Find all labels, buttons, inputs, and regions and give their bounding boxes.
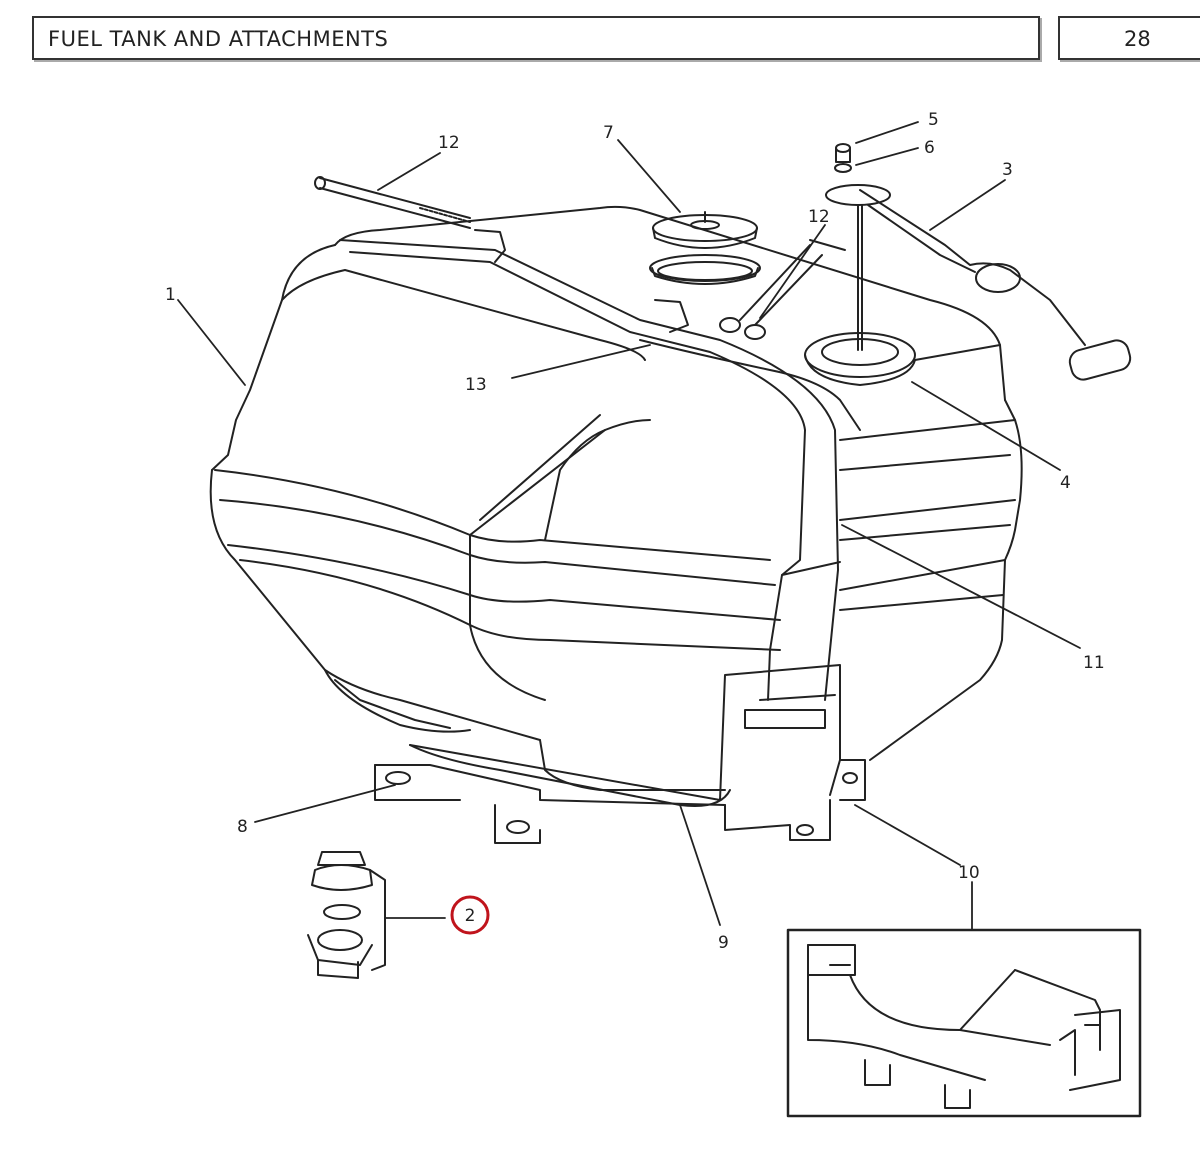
strap xyxy=(339,229,841,729)
filler-cap xyxy=(649,211,761,285)
mount-assembly xyxy=(307,851,386,979)
leader-lines xyxy=(177,121,1081,931)
callout-12-top: 12 xyxy=(438,133,460,153)
cradle-bracket xyxy=(374,664,866,844)
callout-4: 4 xyxy=(1060,473,1071,493)
header-title-box: FUEL TANK AND ATTACHMENTS xyxy=(32,16,1040,60)
inset-detail-box xyxy=(786,928,1142,1118)
callout-13: 13 xyxy=(465,375,487,395)
callout-7: 7 xyxy=(603,123,614,143)
callout-5: 5 xyxy=(928,110,939,130)
callout-1: 1 xyxy=(165,285,176,305)
strap-bolt xyxy=(314,176,471,229)
callout-11: 11 xyxy=(1083,653,1105,673)
callout-10: 10 xyxy=(958,863,980,883)
callout-2: 2 xyxy=(465,906,476,926)
callout-labels: 1 3 4 5 6 7 8 9 10 11 12 12 13 xyxy=(165,110,1105,953)
strap-bolt-right xyxy=(719,239,846,340)
fuel-sender-unit xyxy=(804,143,1132,386)
callout-6: 6 xyxy=(924,138,935,158)
page-number: 28 xyxy=(1124,27,1151,51)
callout-9: 9 xyxy=(718,933,729,953)
fuel-tank xyxy=(209,205,1023,791)
page-title: FUEL TANK AND ATTACHMENTS xyxy=(48,27,389,51)
callout-12-right: 12 xyxy=(808,207,830,227)
callout-3: 3 xyxy=(1002,160,1013,180)
callout-8: 8 xyxy=(237,817,248,837)
header-page-box: 28 xyxy=(1058,16,1200,60)
highlight-callout-2: 2 xyxy=(450,895,490,935)
